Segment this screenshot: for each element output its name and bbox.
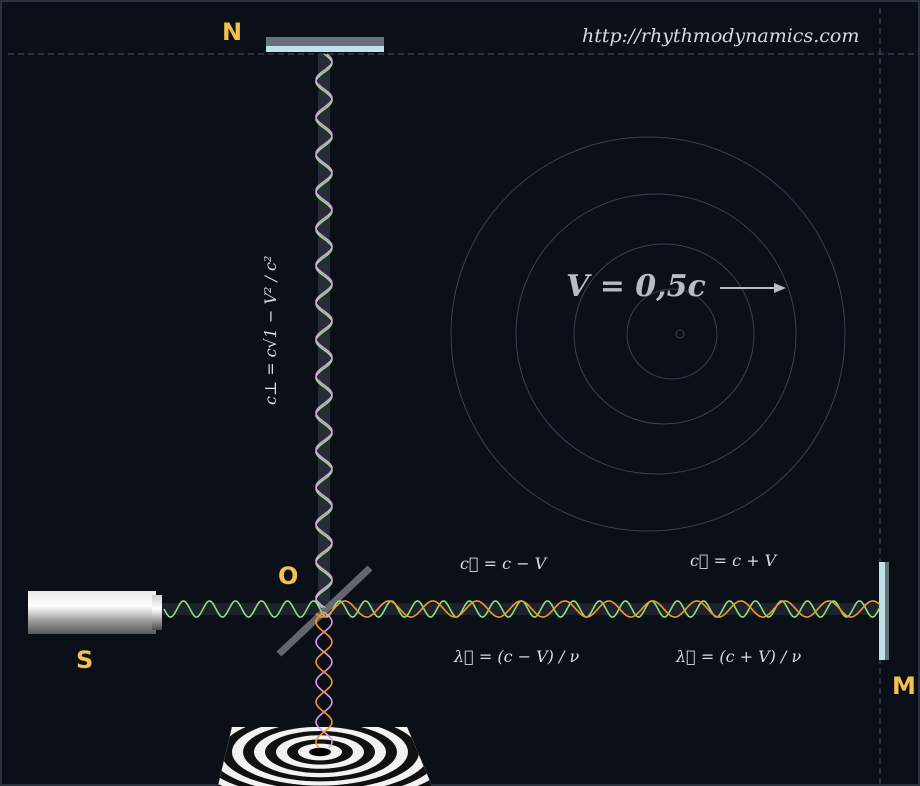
- circle-ring: [626, 288, 718, 380]
- circle-ring: [450, 136, 846, 532]
- velocity-label: V = 0,5c: [566, 269, 706, 304]
- equation-c-forward: c⃗ = c − V: [460, 554, 548, 573]
- mirror-n: [266, 37, 384, 52]
- credit-url: http://rhythmodynamics.com: [582, 25, 859, 47]
- circle-ring: [515, 193, 797, 475]
- vertical-beam-track: [318, 54, 330, 614]
- interference-rings-screen-icon: [218, 727, 432, 786]
- wave-down-pink: [315, 611, 333, 749]
- equation-lambda-backward: λ⃖ = (c + V) / ν: [675, 647, 801, 666]
- circle-ring: [573, 243, 755, 425]
- wave-down-orange: [315, 611, 333, 749]
- horizontal-beam-track: [160, 603, 882, 615]
- beam-splitter: [276, 565, 373, 657]
- equation-c-backward: c⃖ = c + V: [690, 551, 778, 570]
- label-n: N: [222, 18, 242, 46]
- concentric-circles: [450, 136, 846, 532]
- label-s: S: [76, 646, 93, 674]
- light-source-cylinder-icon: [28, 591, 162, 634]
- label-m: M: [892, 672, 916, 700]
- arrow-right-icon: [720, 283, 786, 293]
- wave-horizontal-orange: [315, 600, 881, 618]
- equation-c-perpendicular: c⊥ = c√1 − V² / c²: [261, 256, 280, 405]
- label-o: O: [278, 562, 298, 590]
- equation-lambda-forward: λ⃗ = (c − V) / ν: [453, 647, 579, 666]
- mirror-m: [879, 562, 889, 660]
- wave-vertical-pink: [315, 53, 333, 609]
- circle-ring: [675, 329, 685, 339]
- interference-center: [311, 748, 329, 756]
- wave-vertical-green: [315, 53, 333, 609]
